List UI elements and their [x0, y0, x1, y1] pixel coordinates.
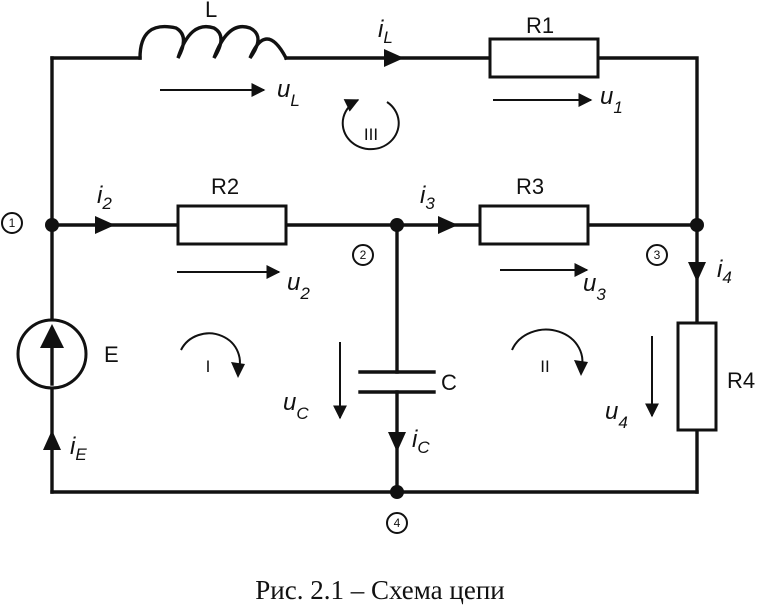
label-C: C [441, 370, 457, 395]
svg-text:2: 2 [360, 248, 367, 262]
current-labels: iL i2 i3 i4 iC iE [70, 16, 732, 464]
node-label-2: 2 [352, 244, 374, 266]
voltage-label-uL: uL [277, 76, 300, 110]
node-labels: 1 2 3 4 [1, 212, 668, 534]
resistor-R3: R3 [478, 174, 590, 246]
voltage-labels: uL u1 u2 u3 uC u4 [277, 76, 628, 432]
capacitor-C: C [358, 370, 457, 395]
arrow-i4 [688, 262, 706, 282]
svg-text:III: III [364, 125, 378, 144]
label-E: E [104, 342, 119, 367]
junction-node-2 [390, 218, 404, 232]
loop-II: II [511, 328, 588, 376]
figure-caption: Рис. 2.1 – Схема цепи [255, 575, 505, 605]
voltage-label-uC: uC [283, 389, 309, 423]
svg-text:1: 1 [9, 216, 16, 230]
voltage-label-u2: u2 [287, 269, 310, 303]
loop-indicators: III I II [180, 99, 588, 378]
current-label-i2: i2 [97, 182, 112, 213]
svg-text:3: 3 [654, 248, 661, 262]
voltage-label-u1: u1 [600, 83, 623, 117]
arrow-iL [384, 49, 404, 67]
arrow-i3 [438, 216, 458, 234]
label-R3: R3 [516, 174, 544, 199]
node-label-4: 4 [386, 512, 408, 534]
current-label-i3: i3 [420, 182, 435, 213]
voltage-arrows [160, 83, 659, 420]
label-R1: R1 [526, 13, 554, 38]
label-R2: R2 [211, 174, 239, 199]
current-label-iE: iE [70, 433, 87, 464]
inductor-L: L [138, 0, 289, 61]
label-L: L [205, 0, 217, 22]
junctions [45, 218, 704, 499]
wires [50, 56, 699, 494]
svg-text:I: I [206, 357, 211, 376]
resistor-R2: R2 [176, 174, 288, 246]
junction-node-1 [45, 218, 59, 232]
junction-node-3 [690, 218, 704, 232]
node-label-3: 3 [646, 244, 668, 266]
arrow-iC [388, 432, 406, 452]
current-label-iL: iL [378, 16, 393, 47]
resistor-R4: R4 [676, 321, 755, 432]
loop-III: III [341, 99, 400, 151]
current-label-i4: i4 [717, 256, 732, 287]
arrow-iE [43, 430, 61, 450]
current-arrows [43, 49, 706, 452]
svg-text:II: II [540, 357, 549, 376]
junction-node-4 [390, 485, 404, 499]
loop-I: I [180, 332, 245, 378]
voltage-label-u3: u3 [583, 270, 606, 304]
label-R4: R4 [727, 368, 755, 393]
current-label-iC: iC [412, 426, 430, 457]
svg-text:4: 4 [394, 516, 401, 530]
voltage-label-u4: u4 [605, 398, 628, 432]
arrow-i2 [95, 216, 115, 234]
voltage-source-E: E [16, 318, 119, 390]
resistor-R1: R1 [488, 13, 600, 79]
node-label-1: 1 [1, 212, 23, 234]
